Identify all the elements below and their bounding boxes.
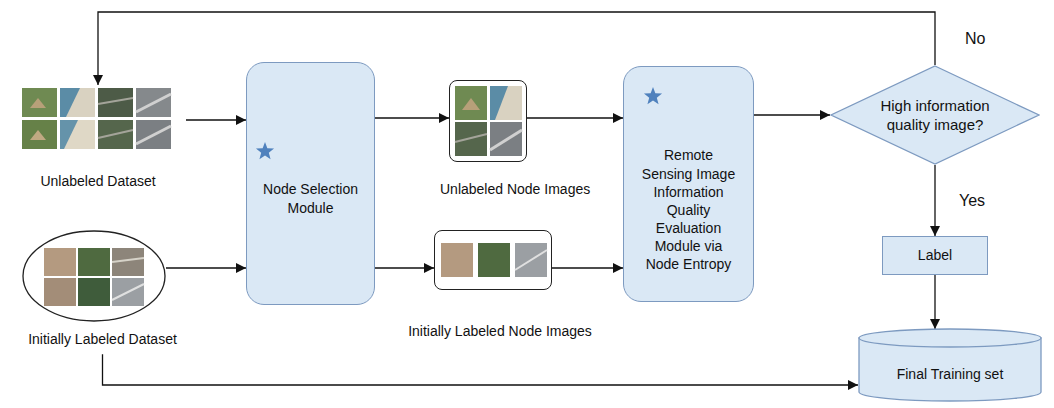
satellite-thumbnail <box>136 88 171 117</box>
arrow-connector <box>375 267 434 268</box>
node-diamond: High information quality image? <box>830 65 1040 165</box>
label-holder: Initially Labeled Node Images <box>400 322 600 340</box>
label-holder: High information quality image? <box>871 96 999 135</box>
edge-label: Yes <box>957 192 987 210</box>
thumbnail-detail <box>60 88 80 117</box>
thumbnail-detail <box>98 130 133 138</box>
satellite-thumbnail <box>455 122 487 156</box>
arrow-connector <box>754 114 830 115</box>
thumbnail-detail <box>490 86 508 120</box>
satellite-thumbnail <box>22 120 57 149</box>
label-holder: Remote Sensing Image Information Quality… <box>640 146 738 273</box>
thumbnail-detail <box>136 126 171 144</box>
node-label: Final Training set <box>865 365 1035 383</box>
arrow-connector <box>552 267 623 268</box>
thumbnail-detail <box>98 98 133 104</box>
label-holder: Final Training set <box>865 365 1035 383</box>
satellite-thumbnail <box>112 248 144 276</box>
thumbnail-detail <box>112 258 144 262</box>
decision-diamond <box>831 66 1039 164</box>
node-label: Initially Labeled Dataset <box>10 330 195 348</box>
satellite-thumbnail <box>136 120 171 149</box>
star-shape <box>256 142 274 159</box>
thumbnail-detail <box>112 284 144 300</box>
satellite-thumbnail <box>98 88 133 117</box>
satellite-thumbnail <box>60 88 95 117</box>
arrow-connector <box>375 117 449 118</box>
node-rect: Label <box>882 236 988 275</box>
node-rbox: Node Selection Module <box>246 62 375 305</box>
node-images: Unlabeled Dataset <box>20 86 176 192</box>
arrow-connector <box>527 117 623 118</box>
label-holder: Initially Labeled Dataset <box>10 330 195 348</box>
label-holder: Label <box>887 246 983 264</box>
node-label: Label <box>887 246 983 264</box>
star-shape <box>644 87 662 104</box>
node-shape <box>449 80 527 162</box>
node-label: Node Selection Module <box>255 180 367 216</box>
satellite-thumbnail <box>60 120 95 149</box>
thumbnail-detail <box>490 130 522 150</box>
satellite-thumbnail <box>490 122 522 156</box>
satellite-thumbnail <box>22 88 57 117</box>
thumbnail-detail <box>455 134 487 142</box>
node-rbox: Remote Sensing Image Information Quality… <box>623 66 754 302</box>
thumbnail-detail <box>462 98 480 110</box>
satellite-thumbnail <box>455 86 487 120</box>
satellite-thumbnail <box>441 243 473 277</box>
arrow-connector <box>934 165 935 236</box>
node-label: Initially Labeled Node Images <box>400 322 600 340</box>
unlabeled-thumbnails <box>22 88 171 149</box>
node-cylinder: Final Training set <box>858 328 1042 402</box>
cylinder-top <box>859 329 1041 347</box>
node-rbox-out: Initially Labeled Node Images <box>400 228 600 342</box>
arrow-connector <box>934 275 935 329</box>
label-holder: Node Selection Module <box>255 180 367 216</box>
label-holder: Unlabeled Node Images <box>440 180 580 198</box>
label-holder: Unlabeled Dataset <box>20 172 176 190</box>
thumbnail-detail <box>136 94 171 112</box>
satellite-thumbnail <box>44 248 76 276</box>
arrow-connector <box>166 267 246 268</box>
node-label: Remote Sensing Image Information Quality… <box>640 146 738 273</box>
star-symbol <box>643 86 663 106</box>
unlabeled-node-thumbnails <box>455 86 522 156</box>
node-label: High information quality image? <box>871 96 999 135</box>
ellipse-shape <box>23 231 165 321</box>
node-label: Unlabeled Dataset <box>20 172 176 190</box>
thumbnail-detail <box>515 250 547 270</box>
labeled-node-thumbnails <box>441 243 547 277</box>
satellite-thumbnail <box>98 120 133 149</box>
edge-label: No <box>963 30 987 48</box>
thumbnail-detail <box>30 130 46 140</box>
arrow-connector <box>98 12 935 85</box>
satellite-thumbnail <box>78 248 110 276</box>
database-cylinder-outline <box>858 328 1042 402</box>
node-shape <box>434 230 552 290</box>
node-label: Unlabeled Node Images <box>440 180 580 198</box>
star-symbol <box>255 141 275 161</box>
ellipse-outline <box>22 230 166 322</box>
decision-diamond-outline <box>830 65 1040 165</box>
thumbnail-detail <box>60 120 78 149</box>
node-shape <box>22 230 166 322</box>
node-rbox-out: Unlabeled Node Images <box>440 78 580 200</box>
thumbnail-detail <box>30 98 46 108</box>
satellite-thumbnail <box>490 86 522 120</box>
node-ellipse: Initially Labeled Dataset <box>10 230 195 350</box>
satellite-thumbnail <box>478 243 510 277</box>
node-shape <box>22 88 174 150</box>
arrow-connector <box>186 119 246 120</box>
satellite-thumbnail <box>78 278 110 306</box>
satellite-thumbnail <box>112 278 144 306</box>
arrow-connector <box>103 354 859 385</box>
labeled-thumbnails <box>44 248 144 306</box>
satellite-thumbnail <box>44 278 76 306</box>
satellite-thumbnail <box>515 243 547 277</box>
